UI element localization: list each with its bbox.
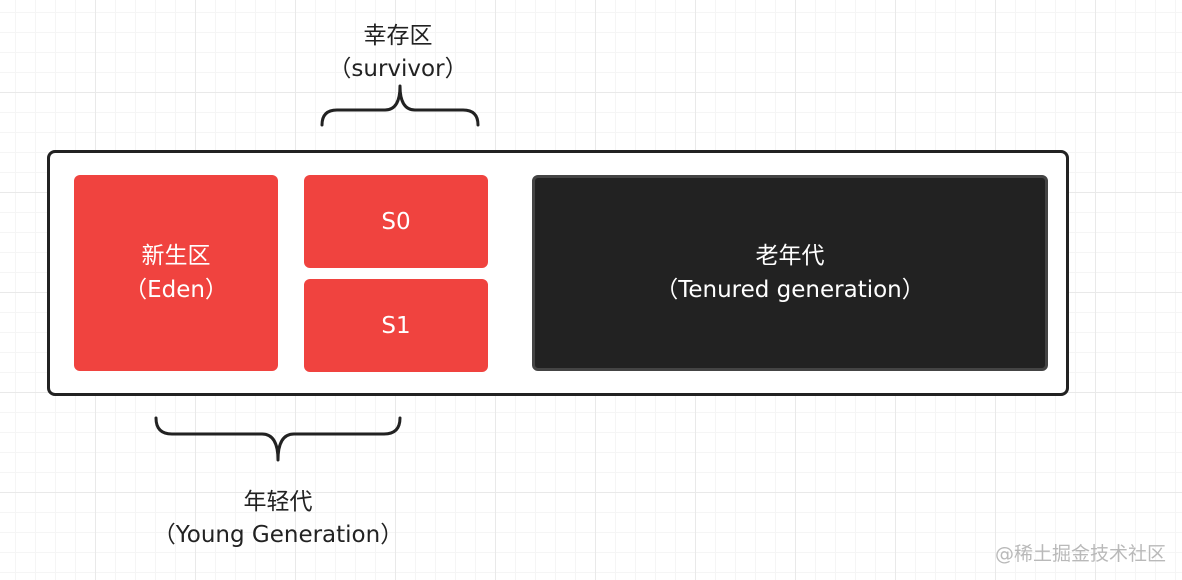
young-generation-title: 年轻代 (243, 489, 313, 515)
eden-subtitle: （Eden） (124, 277, 228, 303)
survivor-label-subtitle: （survivor） (328, 56, 468, 82)
eden-title: 新生区 (141, 243, 211, 269)
s1-block: S1 (304, 279, 488, 372)
s1-label: S1 (381, 312, 411, 339)
tenured-title: 老年代 (755, 243, 825, 269)
young-generation-brace (154, 416, 402, 462)
survivor-label-title: 幸存区 (363, 23, 433, 49)
watermark: @稀土掘金技术社区 (994, 543, 1166, 565)
s0-label: S0 (381, 208, 411, 235)
young-generation-label: 年轻代 （Young Generation） (128, 486, 428, 552)
heap-container: 新生区 （Eden） S0 S1 老年代 （Tenured generation… (47, 150, 1069, 396)
survivor-brace (320, 84, 480, 127)
s0-block: S0 (304, 175, 488, 268)
tenured-subtitle: （Tenured generation） (655, 277, 925, 303)
young-generation-subtitle: （Young Generation） (152, 522, 404, 548)
eden-block: 新生区 （Eden） (74, 175, 278, 371)
tenured-block: 老年代 （Tenured generation） (532, 175, 1048, 371)
survivor-label: 幸存区 （survivor） (300, 20, 496, 86)
